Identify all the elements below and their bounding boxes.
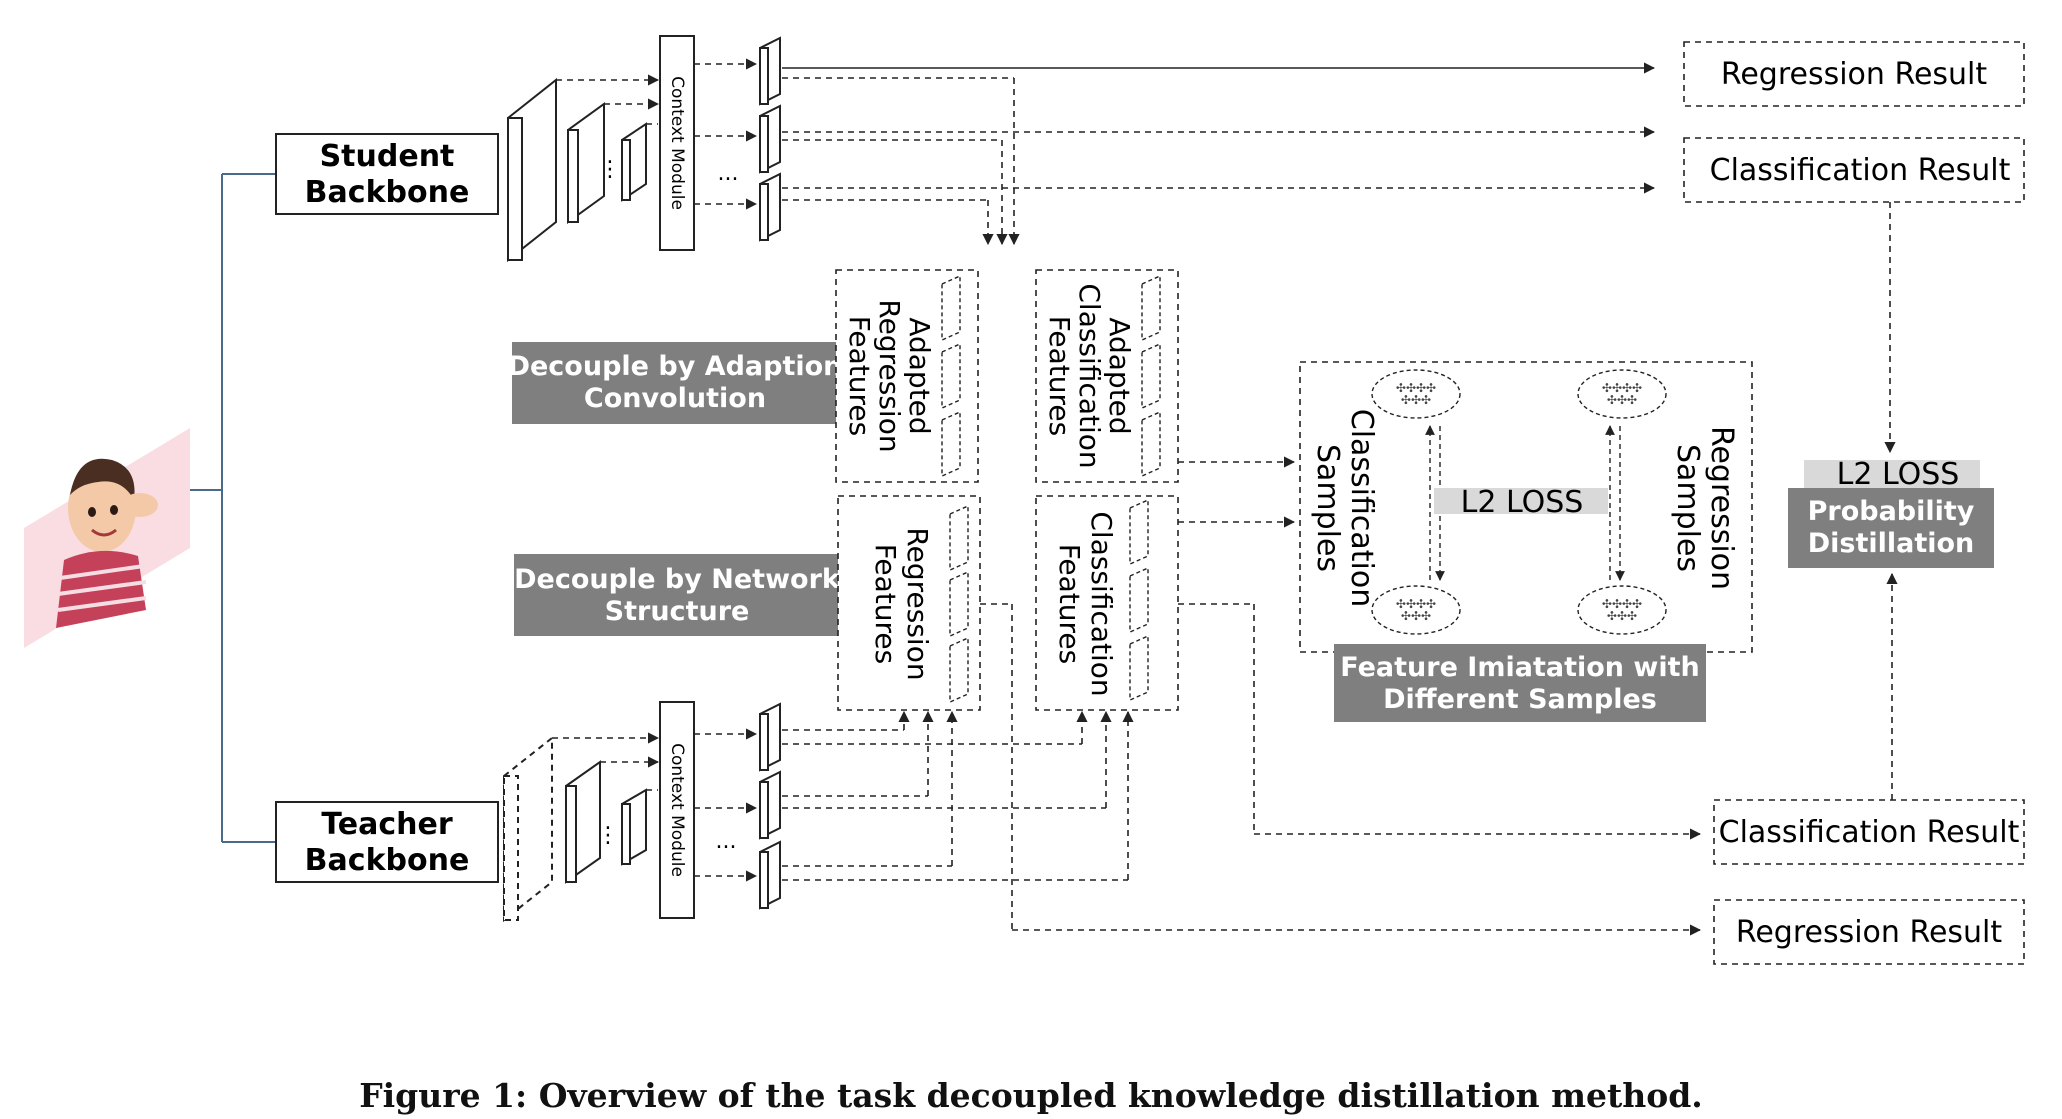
svg-text:✣✣✣✣: ✣✣✣✣ (1602, 381, 1642, 395)
teacher-feature-pyramid (503, 735, 647, 923)
adapted-regression-label: Features (843, 316, 876, 436)
svg-text:✣✣✣✣: ✣✣✣✣ (1602, 597, 1642, 611)
student-backbone-label: Backbone (305, 175, 470, 210)
regression-samples-label: Regression (1704, 426, 1739, 590)
svg-text:✣✣✣: ✣✣✣ (1401, 393, 1431, 407)
student-regression-result-label: Regression Result (1721, 57, 1988, 92)
sample-cluster-icon (1577, 585, 1667, 635)
student-classification-result-label: Classification Result (1710, 153, 2011, 188)
teacher-output-slabs (759, 702, 781, 910)
sample-cluster-icon (1577, 369, 1667, 419)
svg-text:✣✣✣: ✣✣✣ (1607, 393, 1637, 407)
teacher-backbone-label: Teacher (321, 807, 453, 842)
teacher-feature-connectors (782, 710, 1134, 881)
teacher-classification-result-label: Classification Result (1719, 815, 2020, 850)
student-backbone-box: Student Backbone (275, 133, 499, 215)
sample-dots: ✣✣✣✣✣✣✣ ✣✣✣✣✣✣✣ ✣✣✣✣✣✣✣ ✣✣✣✣✣✣✣ (1396, 381, 1642, 623)
student-pyramid-ellipsis: ⋮ (599, 157, 621, 182)
adapted-classification-label: Adapted (1103, 317, 1136, 434)
features-to-samples-arrows (1178, 456, 1296, 528)
student-regression-result: Regression Result (1683, 41, 2025, 107)
adapted-regression-label: Adapted (903, 317, 936, 434)
backbone-bracket (190, 173, 276, 843)
tag-decouple-adaption-line2: Convolution (584, 383, 766, 414)
teacher-pyramid-arrows (552, 732, 660, 791)
sample-cluster-icon (1371, 369, 1461, 419)
adapted-regression-label: Regression (873, 299, 906, 452)
probability-arrows (1884, 202, 1898, 800)
svg-text:✣✣✣: ✣✣✣ (1607, 609, 1637, 623)
student-context-module: Context Module (659, 35, 695, 251)
figure-caption: Figure 1: Overview of the task decoupled… (359, 1076, 1703, 1115)
svg-text:✣✣✣✣: ✣✣✣✣ (1396, 597, 1436, 611)
teacher-regression-result: Regression Result (1713, 899, 2025, 965)
teacher-context-module-label: Context Module (667, 743, 687, 877)
probability-distillation-line2: Distillation (1808, 528, 1975, 559)
teacher-module-to-slabs (694, 728, 758, 882)
svg-text:✣✣✣✣: ✣✣✣✣ (1396, 381, 1436, 395)
tag-feature-imitation-line1: Feature Imiatation with (1340, 652, 1699, 683)
sample-cluster-icon (1371, 585, 1461, 635)
tag-decouple-network-line2: Structure (605, 596, 750, 627)
adapted-regression-features-box: Adapted Regression Features (835, 269, 979, 483)
teacher-context-module: Context Module (659, 701, 695, 919)
classification-samples-label: Samples (1310, 444, 1345, 572)
tag-feature-imitation-line2: Different Samples (1383, 684, 1657, 715)
teacher-backbone-label: Backbone (305, 843, 470, 878)
regression-features-box: Regression Features (837, 495, 981, 711)
teacher-pyramid-ellipsis: ⋮ (597, 823, 619, 848)
adapted-classification-label: Features (1043, 316, 1076, 436)
tag-decouple-network-line1: Decouple by Network (514, 564, 841, 595)
teacher-result-connectors (980, 603, 1702, 936)
probability-distillation-line1: Probability (1808, 496, 1975, 527)
probability-distillation: L2 LOSS Probability Distillation (1788, 457, 1994, 568)
teacher-backbone-box: Teacher Backbone (275, 801, 499, 883)
adapted-classification-features-box: Adapted Classification Features (1035, 269, 1179, 483)
classification-samples-label: Classification (1344, 409, 1379, 608)
student-pyramid-arrows (556, 74, 660, 125)
student-feature-pyramid (507, 77, 647, 263)
teacher-regression-result-label: Regression Result (1736, 915, 2003, 950)
student-backbone-label: Student (320, 139, 455, 174)
classification-features-label: Classification (1085, 511, 1118, 696)
classification-features-box: Classification Features (1035, 495, 1179, 711)
tag-decouple-network: Decouple by Network Structure (514, 554, 841, 636)
student-output-connectors (782, 62, 1656, 246)
student-output-slabs (759, 36, 781, 242)
regression-samples-label: Samples (1670, 444, 1705, 572)
probability-l2-loss-label: L2 LOSS (1837, 457, 1960, 492)
regression-features-label: Features (869, 544, 902, 664)
svg-text:✣✣✣: ✣✣✣ (1401, 609, 1431, 623)
student-slab-ellipsis: ... (718, 161, 739, 186)
classification-features-label: Features (1053, 544, 1086, 664)
imitation-l2-loss-label: L2 LOSS (1461, 485, 1584, 520)
student-classification-result: Classification Result (1683, 137, 2025, 203)
tag-decouple-adaption: Decouple by Adaption Convolution (508, 342, 843, 424)
teacher-classification-result: Classification Result (1713, 799, 2025, 865)
teacher-slab-ellipsis: ... (716, 829, 737, 854)
input-image (24, 428, 190, 648)
student-context-module-label: Context Module (667, 76, 687, 210)
feature-imitation-box: Classification Samples Regression Sample… (1299, 361, 1753, 653)
tag-feature-imitation: Feature Imiatation with Different Sample… (1334, 644, 1706, 722)
adapted-classification-label: Classification (1073, 283, 1106, 468)
regression-features-label: Regression (901, 527, 934, 680)
tag-decouple-adaption-line1: Decouple by Adaption (508, 351, 843, 382)
